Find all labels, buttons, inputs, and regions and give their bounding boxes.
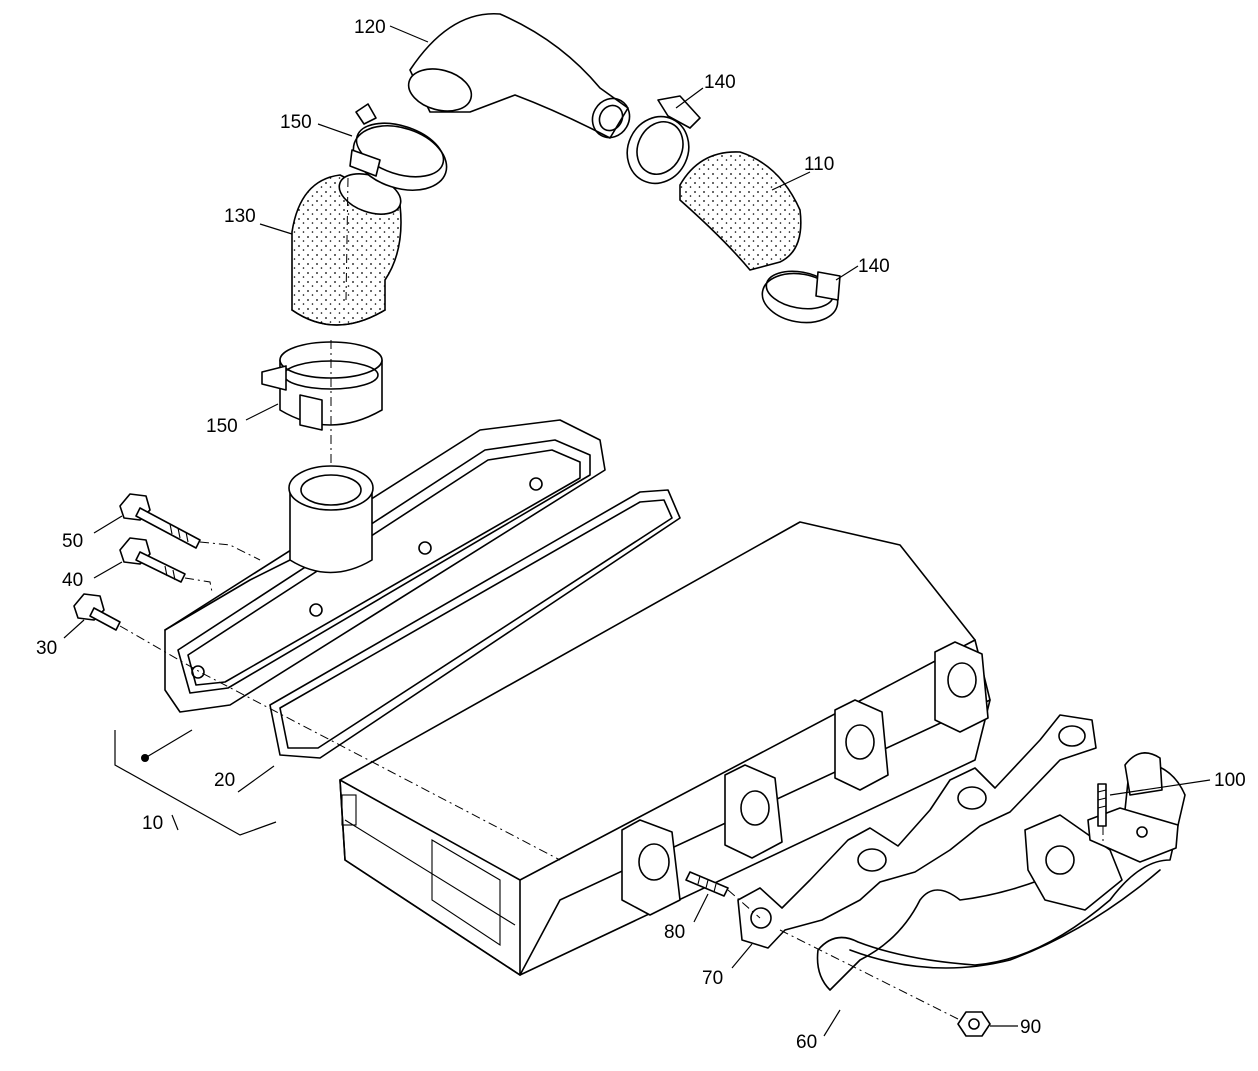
callout-70: 70: [702, 968, 723, 989]
exhaust-port-1: [621, 819, 681, 916]
elbow-pipe-120: [407, 13, 631, 139]
callout-140-upper: 140: [704, 72, 736, 93]
nut-90: [957, 1011, 991, 1037]
callout-labels: 120 140 150 110 130 140 150 50 40 30 10 …: [36, 17, 1246, 1053]
bolt-50: [119, 493, 201, 549]
hose-110: [679, 151, 802, 271]
hose-clamp-140-upper: [626, 95, 701, 185]
callout-120: 120: [354, 17, 386, 38]
callout-130: 130: [224, 206, 256, 227]
exhaust-manifold-60: [816, 752, 1186, 991]
bolt-40: [119, 537, 186, 583]
callout-150-lower: 150: [206, 416, 238, 437]
callout-30: 30: [36, 638, 57, 659]
stud-80: [685, 871, 729, 897]
cylinder-head: [339, 521, 991, 976]
callout-40: 40: [62, 570, 83, 591]
hose-130: [291, 173, 402, 326]
hose-clamp-150-upper: [349, 103, 448, 191]
exhaust-gasket-70: [737, 714, 1097, 949]
stud-100: [1097, 783, 1107, 827]
alignment-lines: [119, 177, 1104, 1021]
callout-80: 80: [664, 922, 685, 943]
callout-110: 110: [804, 154, 834, 175]
callout-90: 90: [1020, 1017, 1041, 1038]
intake-gasket-20: [269, 489, 681, 759]
callout-20: 20: [214, 770, 235, 791]
exhaust-port-2: [724, 764, 783, 859]
hose-clamp-150-lower: [261, 341, 383, 431]
callout-140-lower: 140: [858, 256, 890, 277]
exhaust-port-4: [934, 641, 989, 733]
callout-150-upper: 150: [280, 112, 312, 133]
leader-lines: [63, 25, 1211, 1037]
hose-clamp-140-lower: [761, 270, 841, 324]
intake-manifold-10: [164, 419, 606, 713]
callout-50: 50: [62, 531, 83, 552]
callout-60: 60: [796, 1032, 817, 1053]
callout-100: 100: [1214, 770, 1246, 791]
exhaust-port-3: [834, 699, 889, 791]
callout-10: 10: [142, 813, 163, 834]
bolt-30: [73, 593, 121, 631]
bracket-10: [114, 729, 277, 836]
